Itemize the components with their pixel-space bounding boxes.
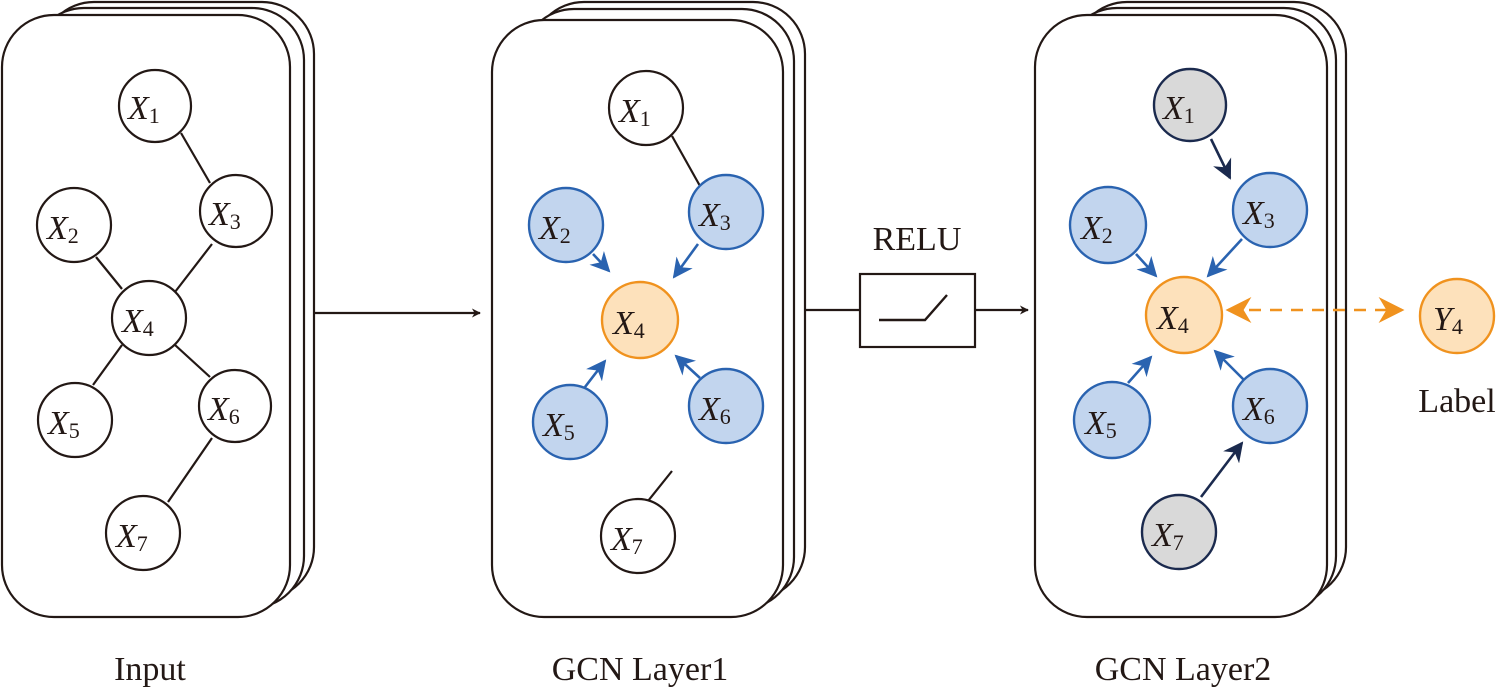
caption-label: Label (1418, 383, 1495, 420)
relu-icon (879, 294, 948, 322)
arrow-x7-to-x6 (1199, 441, 1244, 498)
svg-text:X7: X7 (609, 521, 643, 559)
arrow-x3-to-x4 (1206, 238, 1243, 278)
edge-x1-x3 (671, 135, 701, 187)
svg-text:X2: X2 (537, 210, 571, 248)
node-x5: X5 (531, 383, 609, 461)
svg-text:X6: X6 (206, 391, 240, 429)
node-x3: X3 (1231, 171, 1309, 249)
svg-text:X2: X2 (1079, 210, 1113, 248)
node-x2: X2 (527, 186, 605, 264)
arrow-x5-to-x4 (1127, 355, 1153, 384)
svg-text:X7: X7 (114, 518, 148, 556)
svg-text:X1: X1 (617, 93, 651, 131)
node-x4: X4 (1144, 275, 1224, 355)
panel-gcn-layer2: X1 X2 X3 X4 X5 X6 X7 GCN Layer2 (1033, 0, 1348, 688)
node-x6: X6 (687, 367, 765, 445)
svg-text:X5: X5 (1083, 405, 1117, 443)
node-x1: X1 (117, 68, 193, 144)
node-x1: X1 (1152, 67, 1228, 143)
edge-x2-x4 (95, 256, 123, 290)
relu-label: RELU (873, 221, 962, 258)
node-x4: X4 (110, 279, 188, 357)
svg-text:X7: X7 (1150, 517, 1184, 555)
svg-text:Y4: Y4 (1433, 301, 1463, 339)
edge-x6-x7 (167, 437, 213, 503)
svg-text:X4: X4 (120, 303, 154, 341)
edge-x4-x6 (174, 344, 211, 378)
svg-text:X4: X4 (1155, 300, 1189, 338)
node-x6: X6 (1231, 367, 1309, 445)
node-x4: X4 (600, 280, 680, 360)
node-x5: X5 (36, 381, 114, 459)
caption-gcn-layer2: GCN Layer2 (1095, 651, 1272, 688)
svg-text:X6: X6 (697, 391, 731, 429)
svg-text:X6: X6 (1241, 391, 1275, 429)
caption-input: Input (114, 651, 186, 688)
arrow-x1-to-x3 (1209, 138, 1232, 180)
node-x6: X6 (197, 368, 273, 444)
svg-text:X5: X5 (541, 407, 575, 445)
node-x2: X2 (1068, 185, 1148, 265)
svg-text:X1: X1 (1161, 90, 1195, 128)
node-x2: X2 (35, 186, 113, 264)
caption-gcn-layer1: GCN Layer1 (552, 651, 729, 688)
node-x3: X3 (198, 173, 274, 249)
node-x7: X7 (1140, 493, 1218, 571)
svg-text:X3: X3 (697, 197, 731, 235)
svg-text:X3: X3 (207, 196, 241, 234)
node-label: X1 (126, 90, 160, 128)
arrow-x6-to-x4 (1213, 349, 1245, 381)
svg-text:X4: X4 (611, 305, 645, 343)
edge-x4-x5 (92, 344, 123, 386)
arrow-x3-to-x4 (672, 243, 700, 279)
panel-input: X1 X2 X3 X4 X5 X6 X7 Input (0, 0, 316, 688)
edge-x3-x4 (174, 243, 213, 293)
node-x7: X7 (599, 497, 677, 575)
arrow-x5-to-x4 (583, 359, 607, 388)
relu-box (858, 272, 977, 349)
arrow-x2-to-x4 (589, 251, 611, 273)
node-x3: X3 (687, 173, 765, 251)
svg-text:X2: X2 (45, 210, 79, 248)
panel-gcn-layer1: X1 X2 X3 X4 X5 X6 X7 GCN Layer1 (490, 0, 807, 688)
node-x1: X1 (607, 69, 685, 147)
arrow-x2-to-x4 (1135, 253, 1158, 278)
svg-text:X5: X5 (46, 405, 80, 443)
edge-x1-x3 (180, 132, 211, 184)
node-x7: X7 (104, 494, 182, 572)
node-x5: X5 (1072, 380, 1152, 460)
node-y4-label: Y4 (1418, 277, 1496, 355)
relu-activation: RELU (805, 221, 1029, 349)
svg-text:X3: X3 (1241, 195, 1275, 233)
arrow-x6-to-x4 (674, 354, 701, 379)
